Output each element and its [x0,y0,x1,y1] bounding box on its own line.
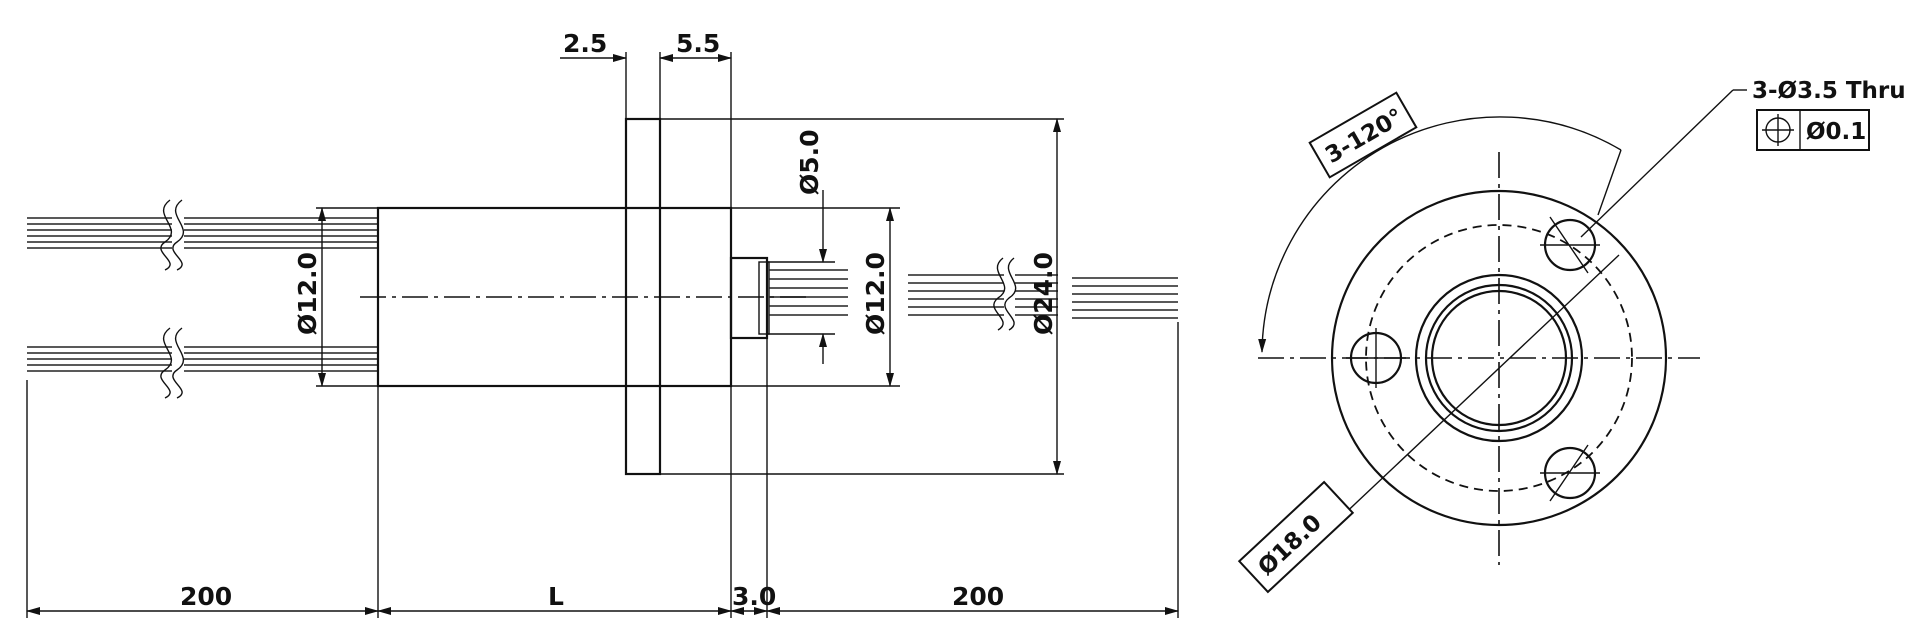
pcd-leader-line [1337,254,1620,521]
feature-control-frame: Ø0.1 [1756,109,1870,151]
position-tolerance-icon [1762,114,1794,146]
dim-body-right: Ø12.0 [731,207,900,387]
dim-flange-top: 2.5 5.5 [560,29,732,208]
dim-bottom-chain: 200 L 3.0 200 [26,322,1179,618]
flange-outer-circle [1330,189,1668,527]
rotor-wires [769,269,848,316]
dim-body-diameter-left: Ø12.0 [293,252,322,335]
dim-flange-od: Ø24.0 [660,118,1064,475]
pitch-circle [1365,224,1633,492]
left-upper-wire-bundle [27,217,378,249]
dim-flange-step: 5.5 [676,29,720,58]
hole-callout: 3-Ø3.5 Thru [1752,78,1906,104]
angle-arc [1258,116,1622,353]
dim-rotor-extension: 3.0 [732,582,776,611]
left-break-marks [160,199,184,399]
dim-lead-length-right: 200 [952,582,1004,611]
dim-flange-outer-diameter: Ø24.0 [1029,252,1058,335]
right-wire-bundle [908,257,1178,331]
hole-callout-leader [1580,89,1734,238]
dim-body-diameter-right: Ø12.0 [861,252,890,335]
hole-left-cross [1346,328,1406,388]
bore-circle [1430,289,1568,427]
position-tolerance: Ø0.1 [1806,119,1866,145]
body-outer-circle [1414,273,1584,443]
side-view: 2.5 5.5 Ø5.0 Ø12.0 Ø24.0 [26,29,1179,618]
dim-bore: Ø5.0 [767,129,835,364]
left-lower-wire-bundle [27,346,378,372]
body-inner-circle [1424,283,1574,433]
front-view: 3-120° Ø18.0 3-Ø3.5 Thru Ø0.1 [1237,78,1906,594]
dim-body-left: Ø12.0 [293,207,378,387]
rotor-collar [758,261,770,335]
angle-extension-line [1597,149,1622,216]
dim-bore-diameter: Ø5.0 [795,129,824,195]
hole-top-cross [1540,216,1600,274]
angle-label-box: 3-120° [1308,91,1418,179]
dim-body-length: L [548,582,564,611]
hole-bottom-cross [1540,444,1600,502]
pcd-label-box: Ø18.0 [1237,480,1355,594]
rotor-shaft [729,256,769,340]
dim-flange-thickness: 2.5 [563,29,607,58]
dim-lead-length-left: 200 [180,582,232,611]
